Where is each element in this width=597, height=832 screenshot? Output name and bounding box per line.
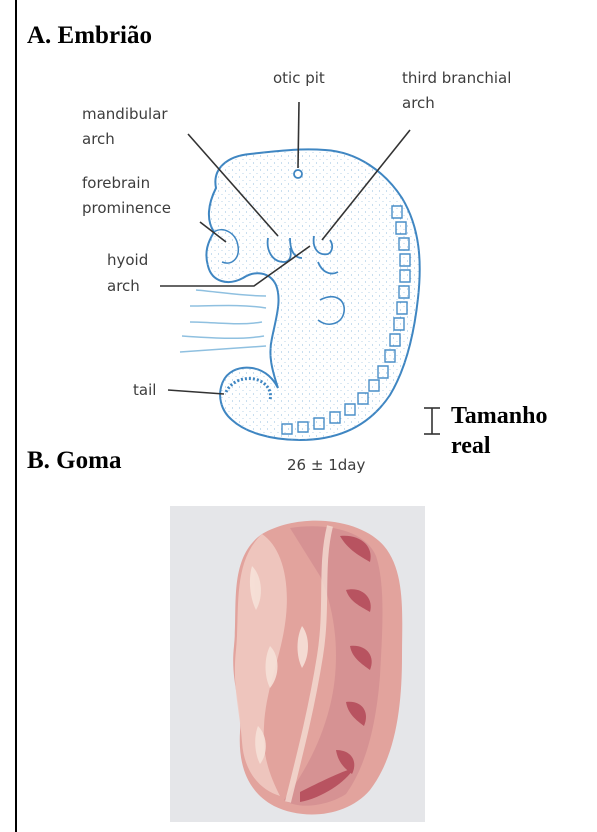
label-forebrain: forebrain [82, 173, 150, 193]
umbilical-stalk [180, 290, 266, 352]
label-third-branchial: third branchial [402, 68, 511, 88]
label-mandibular-arch: arch [82, 129, 115, 149]
heading-gum: B. Goma [27, 447, 121, 475]
label-otic-pit: otic pit [273, 68, 325, 88]
label-age: 26 ± 1day [287, 455, 365, 475]
scale-label-tamanho: Tamanho [451, 402, 548, 430]
otic-pit-mark [294, 170, 302, 178]
label-third-branchial-arch: arch [402, 93, 435, 113]
label-hyoid-arch: arch [107, 276, 140, 296]
scale-bar [424, 408, 440, 434]
label-tail: tail [133, 380, 156, 400]
label-forebrain-prominence: prominence [82, 198, 171, 218]
label-hyoid: hyoid [107, 250, 148, 270]
gum-photo [170, 506, 425, 822]
scale-label-real: real [451, 432, 491, 460]
label-mandibular: mandibular [82, 104, 168, 124]
